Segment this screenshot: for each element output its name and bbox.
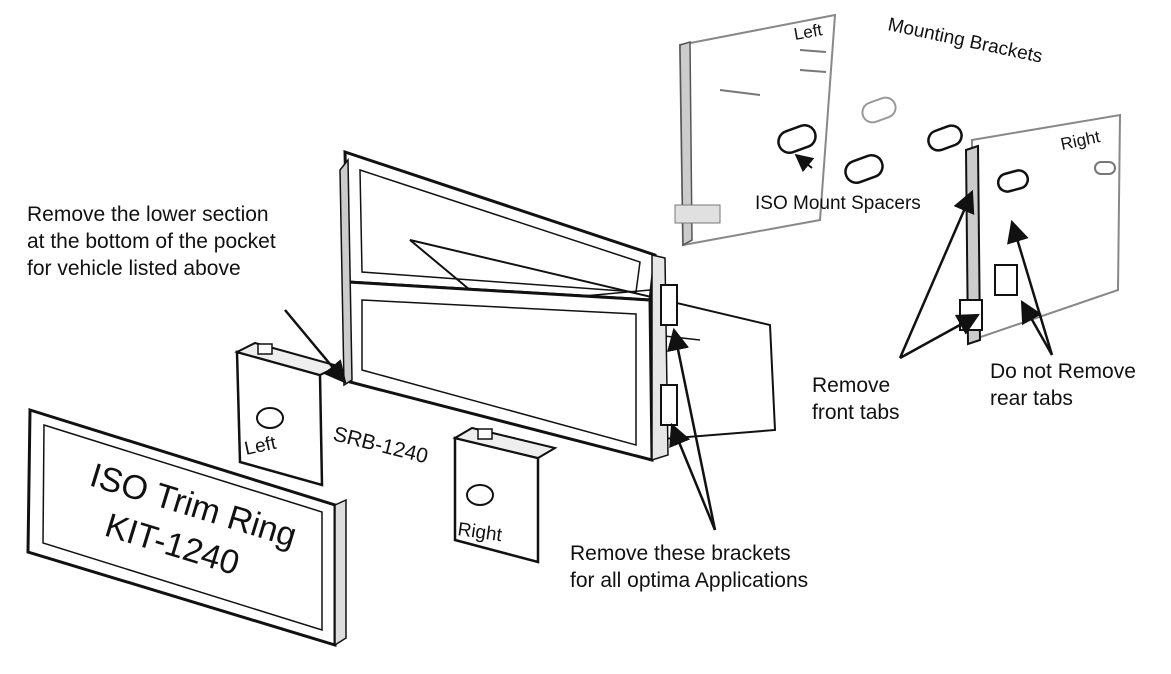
iso-mount-spacers-label: ISO Mount Spacers (755, 193, 921, 214)
arrow-front-tab-top (898, 189, 975, 359)
arrow-bracket-top (667, 327, 717, 531)
callout-line: for all optima Applications (570, 569, 809, 592)
pocket-model-label: SRB-1240 (331, 423, 431, 469)
callout-line: Remove these brackets (570, 542, 791, 565)
remove-front-tabs-callout: Remove front tabs (812, 372, 900, 426)
left-bracket-label: Left (792, 20, 823, 44)
callout-line: at the bottom of the pocket (27, 230, 276, 253)
arrow-lower-section (284, 309, 347, 384)
left-cap: Left (234, 341, 341, 487)
arrow-rear-tab-top (1007, 219, 1054, 356)
arrow-front-tab-bottom (899, 313, 980, 360)
arrow-bracket-bottom (669, 422, 717, 531)
callout-arrows (284, 153, 1054, 531)
remove-brackets-callout: Remove these brackets for all optima App… (570, 540, 808, 594)
right-cap: Right (452, 426, 558, 564)
arrow-spacer (794, 153, 815, 173)
arrow-rear-tab-bottom (1020, 300, 1054, 356)
remove-lower-section-callout: Remove the lower section at the bottom o… (27, 201, 276, 282)
callout-line: Do not Remove (990, 360, 1136, 383)
callout-line: front tabs (812, 401, 900, 424)
mounting-brackets-label: Mounting Brackets (886, 14, 1044, 67)
right-mounting-bracket: Right (959, 113, 1122, 346)
callout-line: for vehicle listed above (27, 257, 241, 280)
callout-line: rear tabs (990, 387, 1073, 410)
do-not-remove-rear-tabs-callout: Do not Remove rear tabs (990, 358, 1136, 412)
callout-line: Remove (812, 374, 891, 397)
iso-trim-ring: ISO Trim Ring KIT-1240 (26, 407, 347, 648)
iso-mount-spacers (777, 96, 963, 184)
callout-line: Remove the lower section (27, 203, 269, 226)
left-mounting-bracket: Left (674, 13, 837, 247)
